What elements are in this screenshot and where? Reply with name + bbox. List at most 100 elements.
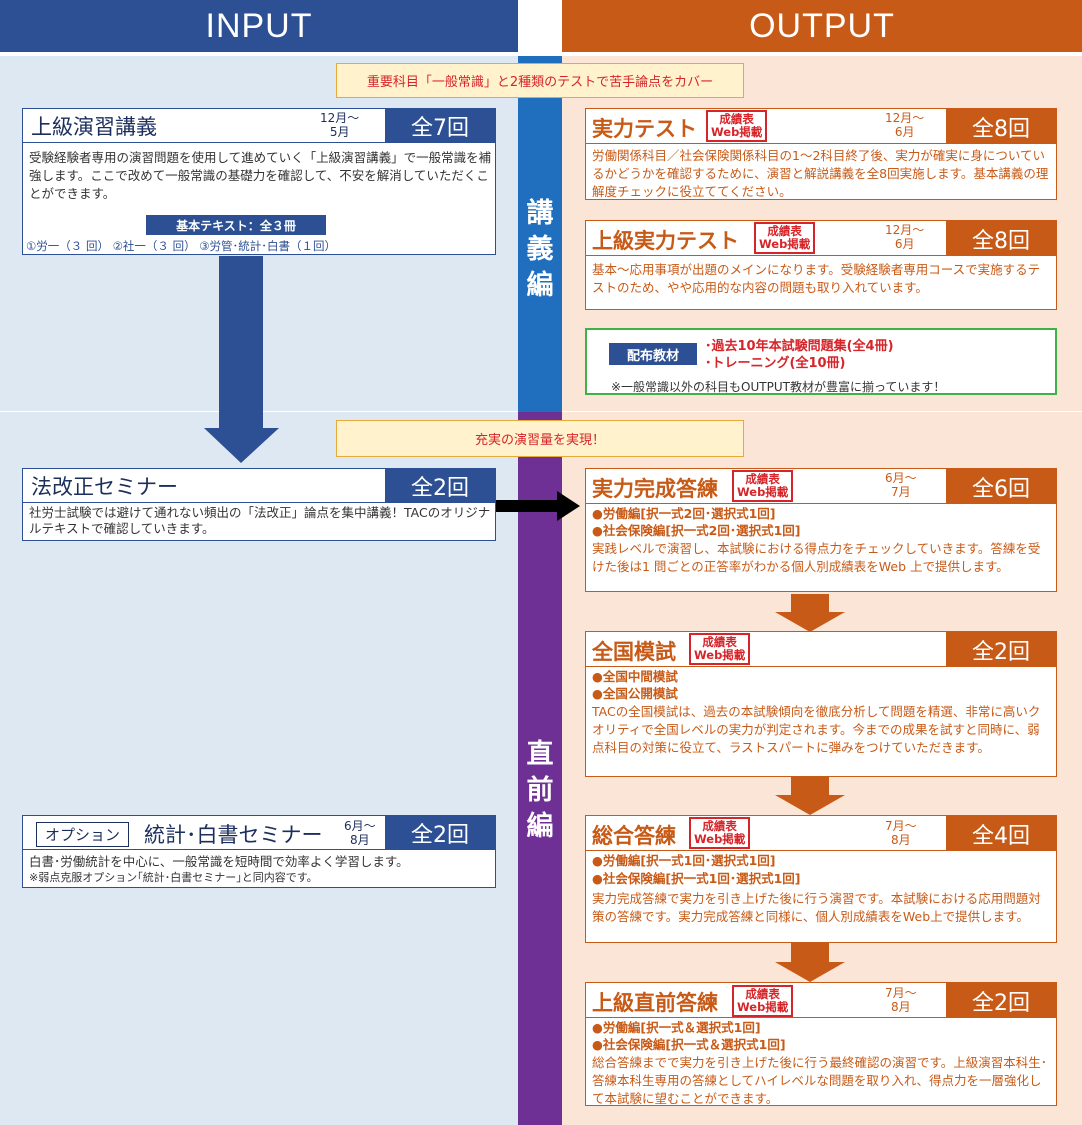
period-start: 12月～ — [320, 111, 360, 125]
lecture-section-bar — [518, 56, 562, 412]
period-start: 6月～ — [344, 819, 376, 833]
period-end: 8月 — [350, 833, 370, 847]
badge-line1: 成績表 — [702, 819, 737, 833]
title-underline — [586, 503, 946, 504]
advanced-test-period: 12月～ 6月 — [885, 223, 924, 251]
bullet-item: ●社会保険編[択一式＆選択式1回] — [592, 1037, 786, 1052]
statistics-count: 全2回 — [385, 816, 495, 850]
title-underline — [586, 1017, 946, 1018]
web-report-badge: 成績表 Web掲載 — [689, 633, 751, 665]
law-revision-description: 社労士試験では避けて通れない頻出の「法改正」論点を集中講義！TACのオリジナルテ… — [29, 505, 491, 536]
textbook-items: ①労一（３ 回） ②社一（３ 回） ③労管･統計･白書（１回） — [26, 239, 337, 253]
advanced-test-count: 全8回 — [946, 221, 1056, 256]
comprehensive-drill-period: 7月～ 8月 — [885, 819, 917, 847]
advanced-final-drill-count: 全2回 — [946, 983, 1056, 1018]
statistics-description: 白書･労働統計を中心に、一般常識を短時間で効率よく学習します。 — [29, 854, 409, 869]
lecture-section-label: 講義編 — [518, 196, 562, 304]
advanced-lecture-description: 受験経験者専用の演習問題を使用して進めていく「上級演習講義」で一般常識を補強しま… — [29, 150, 492, 201]
comprehensive-drill-box: 総合答練 全4回 ●労働編[択一式1回･選択式1回] ●社会保険編[択一式1回･… — [585, 815, 1057, 943]
bullet-item: ●全国公開模試 — [592, 686, 678, 701]
bullet-item: ●労働編[択一式1回･選択式1回] — [592, 853, 776, 868]
materials-label: 配布教材 — [609, 343, 697, 365]
national-mock-description: TACの全国模試は、過去の本試験傾向を徹底分析して問題を精選、非常に高いクオリテ… — [592, 704, 1041, 755]
web-report-badge: 成績表 Web掲載 — [689, 817, 751, 849]
period-start: 12月～ — [885, 223, 925, 237]
down-arrow-1 — [775, 594, 845, 632]
web-report-badge: 成績表 Web掲載 — [706, 110, 768, 142]
materials-box: 配布教材 ･過去10年本試験問題集(全4冊) ･トレーニング(全10冊) ※一般… — [585, 328, 1057, 395]
title-underline — [586, 255, 946, 256]
period-end: 8月 — [891, 1000, 911, 1014]
down-arrow-2 — [775, 777, 845, 815]
textbook-label: 基本テキスト：全３冊 — [146, 215, 326, 235]
badge-line1: 成績表 — [745, 987, 780, 1001]
final-section-bar — [518, 412, 562, 1125]
badge-line1: 成績表 — [702, 635, 737, 649]
period-end: 5月 — [329, 125, 350, 139]
completion-drill-box: 実力完成答練 全6回 ●労働編[択一式2回･選択式1回] ●社会保険編[択一式2… — [585, 468, 1057, 592]
advanced-test-description: 基本～応用事項が出題のメインになります。受験経験者専用コースで実施するテストのた… — [592, 262, 1041, 295]
badge-line2: Web掲載 — [759, 237, 811, 251]
national-mock-count: 全2回 — [946, 632, 1056, 667]
top-note: 重要科目「一般常識」と2種類のテストで苦手論点をカバー — [336, 63, 744, 98]
badge-line2: Web掲載 — [737, 485, 789, 499]
ability-test-description: 労働関係科目／社会保険関係科目の1～2科目終了後、実力が確実に身についているかど… — [592, 148, 1049, 199]
statistics-seminar-box: 全2回 白書･労働統計を中心に、一般常識を短時間で効率よく学習します。 ※弱点克… — [22, 815, 496, 888]
advanced-final-drill-description: 総合答練までで実力を引き上げた後に行う最終確認の演習です。上級演習本科生･答練本… — [592, 1055, 1048, 1106]
materials-items: ･過去10年本試験問題集(全4冊) ･トレーニング(全10冊) — [705, 338, 894, 372]
web-report-badge: 成績表 Web掲載 — [732, 985, 794, 1017]
comprehensive-drill-description: 実力完成答練で実力を引き上げた後に行う演習です。本試験における応用問題対策の答練… — [592, 891, 1041, 924]
ability-test-count: 全8回 — [946, 109, 1056, 144]
middle-note: 充実の演習量を実現！ — [336, 420, 744, 457]
bullet-item: ●社会保険編[択一式2回･選択式1回] — [592, 523, 801, 538]
final-label-text: 直前編 — [526, 739, 554, 842]
period-end: 7月 — [891, 485, 911, 499]
badge-line2: Web掲載 — [711, 125, 763, 139]
advanced-test-title: 上級実力テスト — [592, 229, 739, 253]
ability-test-period: 12月～ 6月 — [885, 111, 924, 139]
period-end: 6月 — [894, 237, 915, 251]
bullet-item: ●社会保険編[択一式1回･選択式1回] — [592, 871, 801, 886]
final-section-label: 直前編 — [518, 737, 562, 845]
web-report-badge: 成績表 Web掲載 — [754, 222, 816, 254]
advanced-test-box: 上級実力テスト 全8回 基本～応用事項が出題のメインになります。受験経験者専用コ… — [585, 220, 1057, 310]
advanced-lecture-period: 12月～ 5月 — [320, 111, 359, 139]
completion-drill-title: 実力完成答練 — [592, 477, 718, 501]
national-mock-title: 全国模試 — [592, 640, 676, 664]
completion-drill-period: 6月～ 7月 — [885, 471, 917, 499]
advanced-final-drill-box: 上級直前答練 全2回 ●労働編[択一式＆選択式1回] ●社会保険編[択一式＆選択… — [585, 982, 1057, 1106]
ability-test-box: 実力テスト 全8回 労働関係科目／社会保険関係科目の1～2科目終了後、実力が確実… — [585, 108, 1057, 200]
badge-line2: Web掲載 — [694, 648, 746, 662]
comprehensive-drill-title: 総合答練 — [592, 824, 676, 848]
title-underline — [586, 850, 946, 851]
period-start: 6月～ — [885, 471, 917, 485]
title-underline — [586, 143, 946, 144]
input-header: INPUT — [0, 0, 518, 52]
ability-test-title: 実力テスト — [592, 117, 697, 141]
statistics-title: 統計･白書セミナー — [144, 823, 323, 847]
period-start: 12月～ — [885, 111, 925, 125]
period-end: 8月 — [891, 833, 911, 847]
comprehensive-drill-count: 全4回 — [946, 816, 1056, 851]
completion-drill-description: 実践レベルで演習し、本試験における得点力をチェックしていきます。答練を受けた後は… — [592, 541, 1041, 574]
period-start: 7月～ — [885, 819, 917, 833]
materials-item: ･トレーニング(全10冊) — [705, 356, 846, 371]
bullet-item: ●労働編[択一式2回･選択式1回] — [592, 506, 776, 521]
lecture-label-text: 講義編 — [526, 198, 554, 301]
badge-line2: Web掲載 — [737, 1000, 789, 1014]
advanced-lecture-count: 全7回 — [385, 109, 495, 143]
right-arrow — [496, 491, 580, 521]
badge-line1: 成績表 — [767, 224, 802, 238]
badge-line1: 成績表 — [745, 472, 780, 486]
bullet-item: ●全国中間模試 — [592, 669, 678, 684]
materials-item: ･過去10年本試験問題集(全4冊) — [705, 339, 894, 354]
output-header: OUTPUT — [562, 0, 1082, 52]
down-arrow-3 — [775, 943, 845, 982]
down-arrow-input — [204, 256, 279, 463]
completion-drill-count: 全6回 — [946, 469, 1056, 504]
badge-line1: 成績表 — [719, 112, 754, 126]
period-end: 6月 — [894, 125, 915, 139]
badge-line2: Web掲載 — [694, 832, 746, 846]
web-report-badge: 成績表 Web掲載 — [732, 470, 794, 502]
advanced-final-drill-period: 7月～ 8月 — [885, 986, 917, 1014]
